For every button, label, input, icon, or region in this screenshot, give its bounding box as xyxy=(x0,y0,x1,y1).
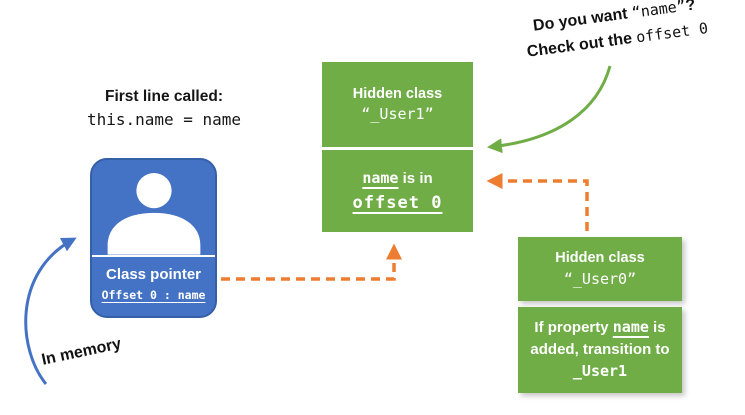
user0-card-title: Hidden class xyxy=(555,250,645,267)
object-card-divider xyxy=(92,255,215,257)
user0-target-class: _User1 xyxy=(572,361,628,380)
note-to-user1-arrow xyxy=(487,65,612,154)
hidden-class-user0-body: If property name is added, transition to… xyxy=(518,307,682,393)
first-line-caption: First line called: this.name = name xyxy=(56,88,272,129)
in-memory-label: In memory xyxy=(40,335,123,369)
user1-card-header: Hidden class “_User1” xyxy=(322,62,473,147)
user1-prop-suffix: is in xyxy=(398,170,433,187)
person-icon xyxy=(107,172,200,255)
user1-class-name: “_User1” xyxy=(361,105,434,124)
hidden-class-user0-header: Hidden class “_User0” xyxy=(518,237,682,301)
user1-offset-label: offset 0 xyxy=(352,193,443,213)
user1-prop-name: name xyxy=(362,169,399,187)
person-icon-zone xyxy=(92,160,215,255)
class-pointer-label: Class pointer xyxy=(105,266,202,283)
note-line1-mono: “name” xyxy=(630,0,687,22)
offset-note: Do you want “name”? Check out the offset… xyxy=(484,0,745,70)
user1-prop-line: name is in xyxy=(362,169,432,187)
user0-body-mid: is added, transition to xyxy=(530,319,670,359)
first-line-code: this.name = name xyxy=(86,110,242,129)
user0-to-user1-arrow xyxy=(486,172,589,231)
classpointer-to-user1-arrow xyxy=(221,243,403,281)
user0-transition-text: If property name is added, transition to… xyxy=(518,317,682,382)
first-line-label: First line called: xyxy=(104,88,223,105)
user0-prop-name: name xyxy=(612,318,649,337)
hidden-class-user1-card: Hidden class “_User1” name is in offset … xyxy=(322,62,473,232)
note-line1-suffix: ? xyxy=(684,0,697,15)
user0-body-prefix: If property xyxy=(534,319,613,337)
user1-card-divider xyxy=(322,147,473,150)
object-card: Class pointer Offset 0 : name xyxy=(90,158,217,318)
offset-entry: Offset 0 : name xyxy=(101,288,206,302)
user1-card-title: Hidden class xyxy=(352,85,443,102)
user0-class-name: “_User0” xyxy=(563,269,637,288)
user1-card-body: name is in offset 0 xyxy=(322,150,473,232)
